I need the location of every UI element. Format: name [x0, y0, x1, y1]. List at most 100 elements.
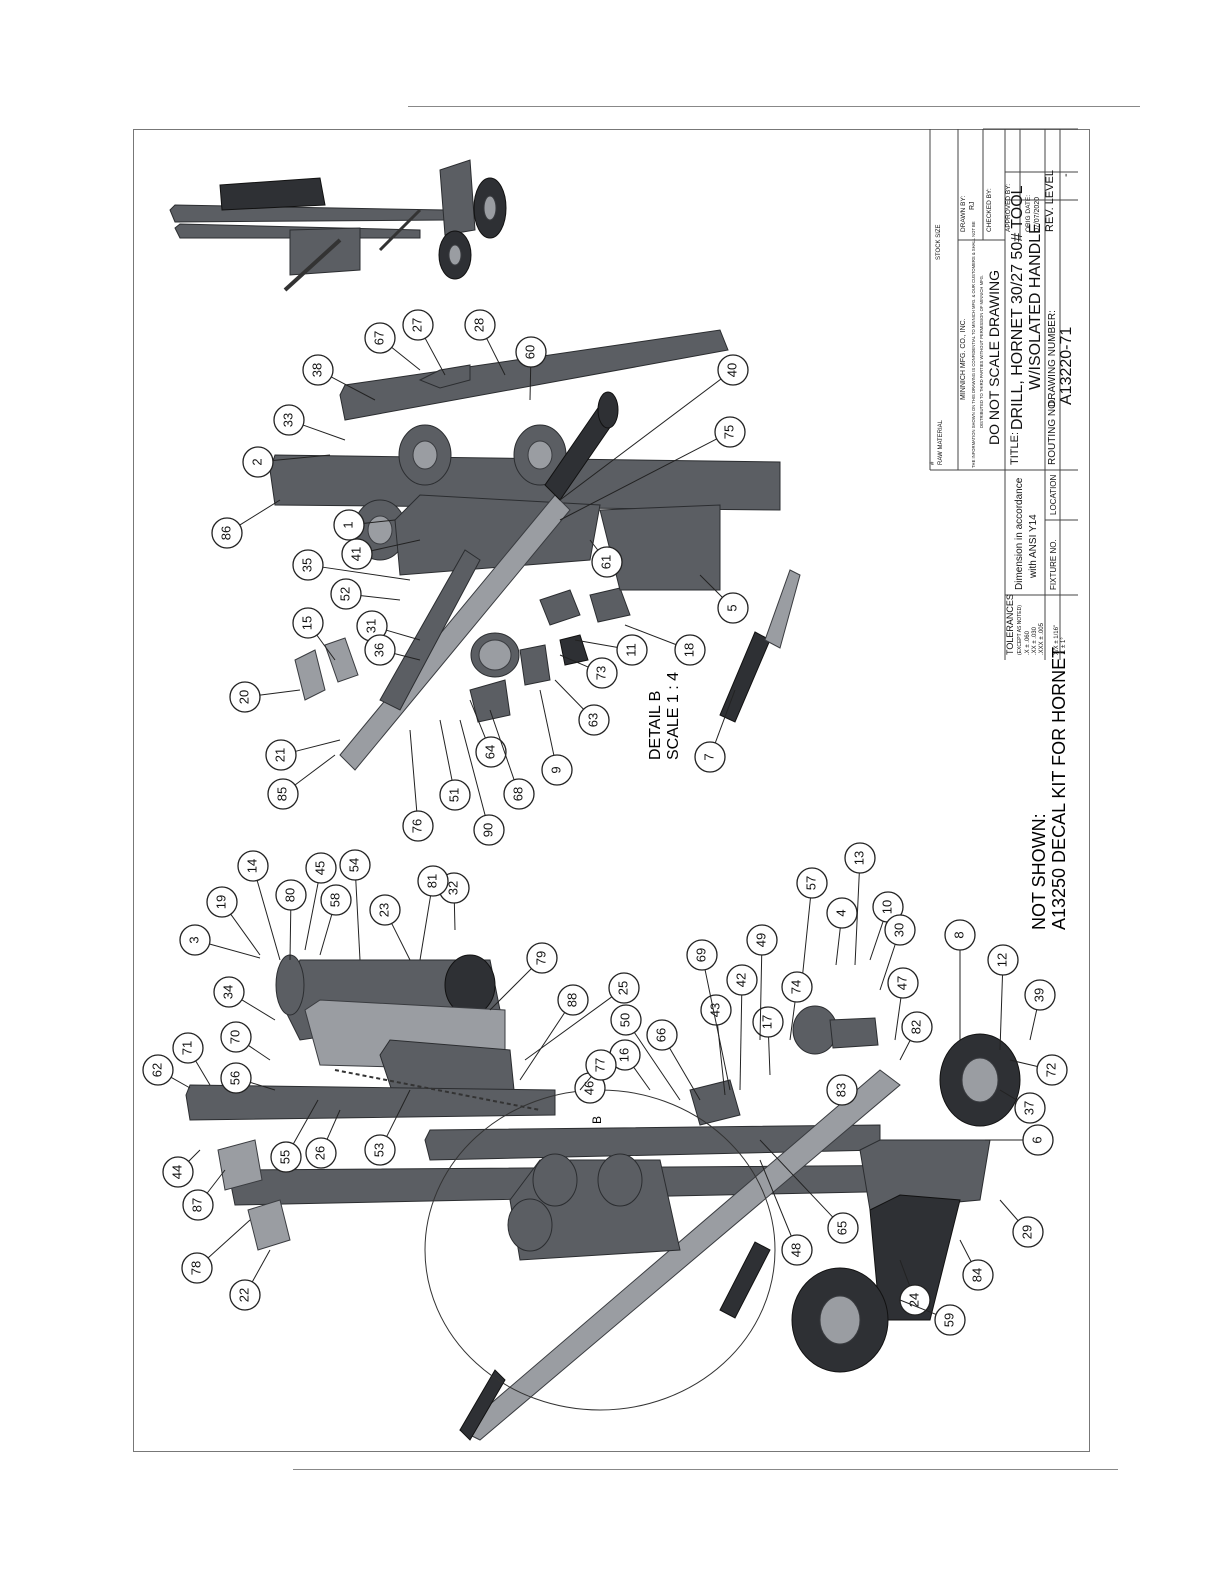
balloon-number: 15 — [299, 616, 314, 630]
leader-line — [554, 679, 584, 710]
balloon-15: 15 — [292, 607, 336, 661]
leader-line — [999, 1089, 1018, 1101]
leader-line — [489, 709, 515, 780]
leader-line — [459, 719, 486, 816]
balloon-34: 34 — [213, 976, 276, 1021]
leader-line — [316, 634, 336, 661]
thumbnail-view — [169, 159, 507, 292]
leader-line — [239, 499, 281, 526]
balloon-71: 71 — [172, 1032, 211, 1086]
balloon-39: 39 — [1024, 979, 1056, 1041]
balloon-25: 25 — [524, 972, 640, 1061]
leader-line — [371, 539, 421, 552]
balloon-number: 32 — [445, 881, 460, 895]
balloon-31: 31 — [356, 610, 421, 642]
balloon-18: 18 — [624, 624, 706, 666]
balloon-51: 51 — [439, 719, 471, 811]
balloon-30: 30 — [879, 914, 916, 991]
leader-line — [386, 1089, 411, 1137]
balloon-54: 54 — [339, 849, 371, 961]
leader-line — [854, 872, 860, 966]
leader-line — [355, 879, 361, 961]
balloon-85: 85 — [267, 754, 336, 810]
dimension-note-2: with ANSI Y14 — [1028, 514, 1039, 579]
leader-line — [326, 1109, 341, 1140]
balloon-66: 66 — [646, 1019, 701, 1101]
dimension-note-1: Dimension in accordance — [1014, 477, 1025, 590]
leader-line — [759, 954, 763, 1041]
balloon-83: 83 — [826, 1074, 858, 1106]
balloon-number: 3 — [186, 936, 201, 943]
balloon-number: 12 — [994, 953, 1009, 967]
leader-line — [789, 1001, 796, 1041]
balloon-number: 26 — [312, 1146, 327, 1160]
balloon-number: 62 — [149, 1063, 164, 1077]
balloon-52: 52 — [330, 578, 401, 610]
not-shown-item: A13250 DECAL KIT FOR HORNET — [1049, 647, 1069, 930]
balloon-26: 26 — [305, 1109, 341, 1169]
leader-line — [633, 1032, 681, 1101]
stock-size-label: STOCK SIZE — [936, 224, 942, 260]
balloon-50: 50 — [610, 1004, 681, 1101]
drawing-number: A13220-71 — [1058, 327, 1075, 405]
balloon-2: 2 — [242, 446, 331, 478]
leader-line — [439, 719, 453, 781]
balloon-number: 25 — [615, 981, 630, 995]
balloon-number: 49 — [753, 933, 768, 947]
balloon-number: 40 — [724, 363, 739, 377]
balloon-75: 75 — [559, 416, 746, 521]
leader-line — [391, 923, 411, 961]
title-label: TITLE: — [1009, 432, 1021, 465]
leader-line — [292, 1099, 319, 1145]
leader-line — [633, 1066, 651, 1091]
balloon-number: 74 — [788, 980, 803, 994]
leader-line — [259, 689, 301, 696]
balloon-number: 41 — [348, 547, 363, 561]
balloon-11: 11 — [574, 634, 648, 666]
orig-date-value: 07/07/2020 — [1034, 197, 1041, 232]
balloon-number: 47 — [894, 976, 909, 990]
balloon-number: 88 — [564, 993, 579, 1007]
confidential-notice-2: DISTRIBUTED TO THIRD PARTIES WITHOUT PER… — [979, 275, 984, 428]
tol-xxx: .XXX ± .005 — [1039, 622, 1045, 655]
leader-line — [195, 1060, 211, 1086]
leader-line — [294, 754, 336, 786]
balloon-number: 58 — [327, 893, 342, 907]
balloon-37: 37 — [999, 1089, 1046, 1124]
balloon-number: 68 — [510, 787, 525, 801]
leader-line — [331, 376, 376, 401]
tolerances-subtitle: (EXCEPT AS NOTED) — [1017, 605, 1023, 655]
drawn-by-label: DRAWN BY: — [960, 196, 967, 232]
balloon-number: 72 — [1043, 1063, 1058, 1077]
balloon-number: 79 — [533, 951, 548, 965]
balloon-58: 58 — [319, 884, 352, 956]
leader-line — [289, 909, 292, 961]
leader-line — [739, 994, 743, 1091]
balloon-number: 90 — [480, 823, 495, 837]
drawing-number-label: DRAWING NUMBER: — [1047, 310, 1058, 407]
balloon-79: 79 — [489, 942, 558, 1011]
tolerances-title: TOLERANCES — [1005, 594, 1015, 655]
balloon-82: 82 — [899, 1011, 933, 1061]
balloon-number: 45 — [312, 861, 327, 875]
balloon-number: 10 — [879, 900, 894, 914]
balloon-number: 1 — [340, 521, 355, 528]
balloon-number: 34 — [220, 985, 235, 999]
balloon-65: 65 — [759, 1139, 859, 1244]
balloon-13: 13 — [844, 842, 876, 966]
balloon-number: 5 — [724, 604, 739, 611]
balloon-86: 86 — [211, 499, 281, 549]
leader-line — [469, 699, 486, 739]
leader-line — [1009, 1059, 1038, 1068]
leader-line — [869, 921, 884, 961]
balloon-number: 27 — [409, 318, 424, 332]
leader-line — [714, 689, 736, 744]
balloon-number: 50 — [617, 1013, 632, 1027]
leader-line — [899, 1040, 911, 1061]
balloon-69: 69 — [686, 939, 731, 1091]
leader-line — [768, 1036, 771, 1076]
leader-line — [899, 1259, 911, 1287]
balloon-47: 47 — [887, 967, 919, 1041]
leader-line — [424, 337, 446, 376]
balloon-number: 20 — [236, 690, 251, 704]
